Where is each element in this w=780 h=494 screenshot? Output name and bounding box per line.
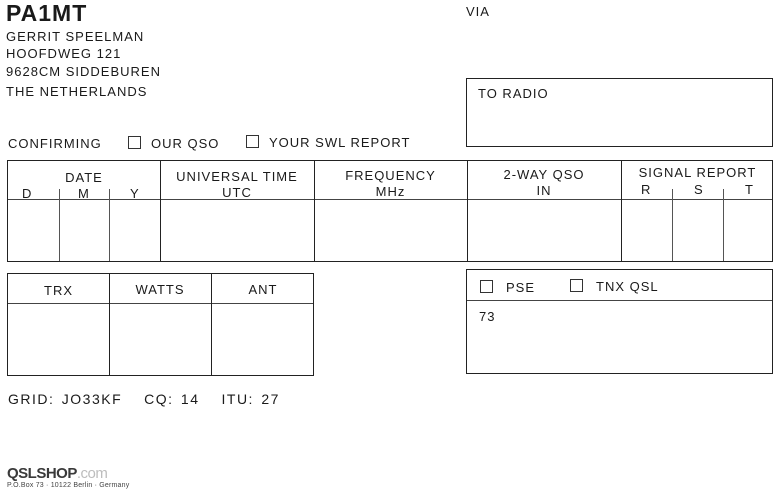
callsign: PA1MT bbox=[6, 0, 88, 26]
country: THE NETHERLANDS bbox=[6, 84, 148, 99]
printer-logo-suffix: .com bbox=[76, 465, 108, 482]
qso-col-divider bbox=[467, 161, 468, 261]
printer-logo: QSLSHOP.com bbox=[7, 465, 108, 482]
qso-col-divider bbox=[314, 161, 315, 261]
date-month-header: M bbox=[78, 186, 90, 201]
date-year-header: Y bbox=[130, 186, 140, 201]
signal-report-header: SIGNAL REPORT bbox=[638, 165, 757, 180]
qso-header-divider bbox=[8, 199, 772, 200]
signal-t-header: T bbox=[745, 182, 754, 197]
signal-sub-divider bbox=[723, 189, 724, 261]
swl-report-checkbox[interactable] bbox=[246, 135, 259, 148]
date-sub-divider bbox=[59, 189, 60, 261]
qso-table: DATE D M Y UNIVERSAL TIME UTC FREQUENCY … bbox=[7, 160, 773, 262]
city-address: 9628CM SIDDEBUREN bbox=[6, 64, 161, 79]
qsl-request-box: PSE TNX QSL 73 bbox=[466, 269, 773, 374]
qsl-header-divider bbox=[467, 300, 772, 301]
pse-label: PSE bbox=[506, 280, 536, 295]
ant-header: ANT bbox=[248, 282, 278, 297]
to-radio-box[interactable]: TO RADIO bbox=[466, 78, 773, 147]
equipment-col-divider bbox=[109, 274, 110, 375]
tnx-qsl-label: TNX QSL bbox=[596, 279, 659, 294]
qso-col-divider bbox=[160, 161, 161, 261]
pse-checkbox[interactable] bbox=[480, 280, 493, 293]
printer-logo-name: QSLSHOP bbox=[7, 465, 77, 482]
equipment-header-divider bbox=[8, 303, 313, 304]
equipment-col-divider bbox=[211, 274, 212, 375]
our-qso-checkbox[interactable] bbox=[128, 136, 141, 149]
signal-s-header: S bbox=[694, 182, 704, 197]
itu-zone: ITU: 27 bbox=[221, 391, 280, 407]
utc-header: UNIVERSAL TIME bbox=[176, 169, 298, 184]
via-label: VIA bbox=[466, 4, 490, 19]
date-header: DATE bbox=[65, 170, 103, 185]
watts-header: WATTS bbox=[135, 282, 185, 297]
confirming-label: CONFIRMING bbox=[8, 136, 102, 151]
equipment-table: TRX WATTS ANT bbox=[7, 273, 314, 376]
date-sub-divider bbox=[109, 189, 110, 261]
street-address: HOOFDWEG 121 bbox=[6, 46, 122, 61]
date-day-header: D bbox=[22, 186, 33, 201]
frequency-header: FREQUENCY bbox=[345, 168, 436, 183]
our-qso-label: OUR QSO bbox=[151, 136, 220, 151]
tnx-qsl-checkbox[interactable] bbox=[570, 279, 583, 292]
utc-subheader: UTC bbox=[222, 185, 252, 200]
operator-name: GERRIT SPEELMAN bbox=[6, 29, 145, 44]
swl-report-label: YOUR SWL REPORT bbox=[269, 135, 411, 150]
trx-header: TRX bbox=[44, 283, 73, 298]
signal-sub-divider bbox=[672, 189, 673, 261]
printer-address: P.O.Box 73 · 10122 Berlin · Germany bbox=[7, 482, 130, 489]
greeting-73: 73 bbox=[479, 309, 496, 324]
to-radio-label: TO RADIO bbox=[478, 86, 549, 101]
signal-r-header: R bbox=[641, 182, 652, 197]
qso-col-divider bbox=[621, 161, 622, 261]
two-way-qso-header: 2-WAY QSO bbox=[503, 167, 585, 182]
grid-locator: GRID: JO33KF bbox=[8, 391, 123, 407]
frequency-unit: MHz bbox=[375, 184, 406, 199]
station-info: GRID: JO33KF CQ: 14 ITU: 27 bbox=[8, 391, 280, 407]
two-way-qso-subheader: IN bbox=[536, 183, 552, 198]
cq-zone: CQ: 14 bbox=[144, 391, 200, 407]
